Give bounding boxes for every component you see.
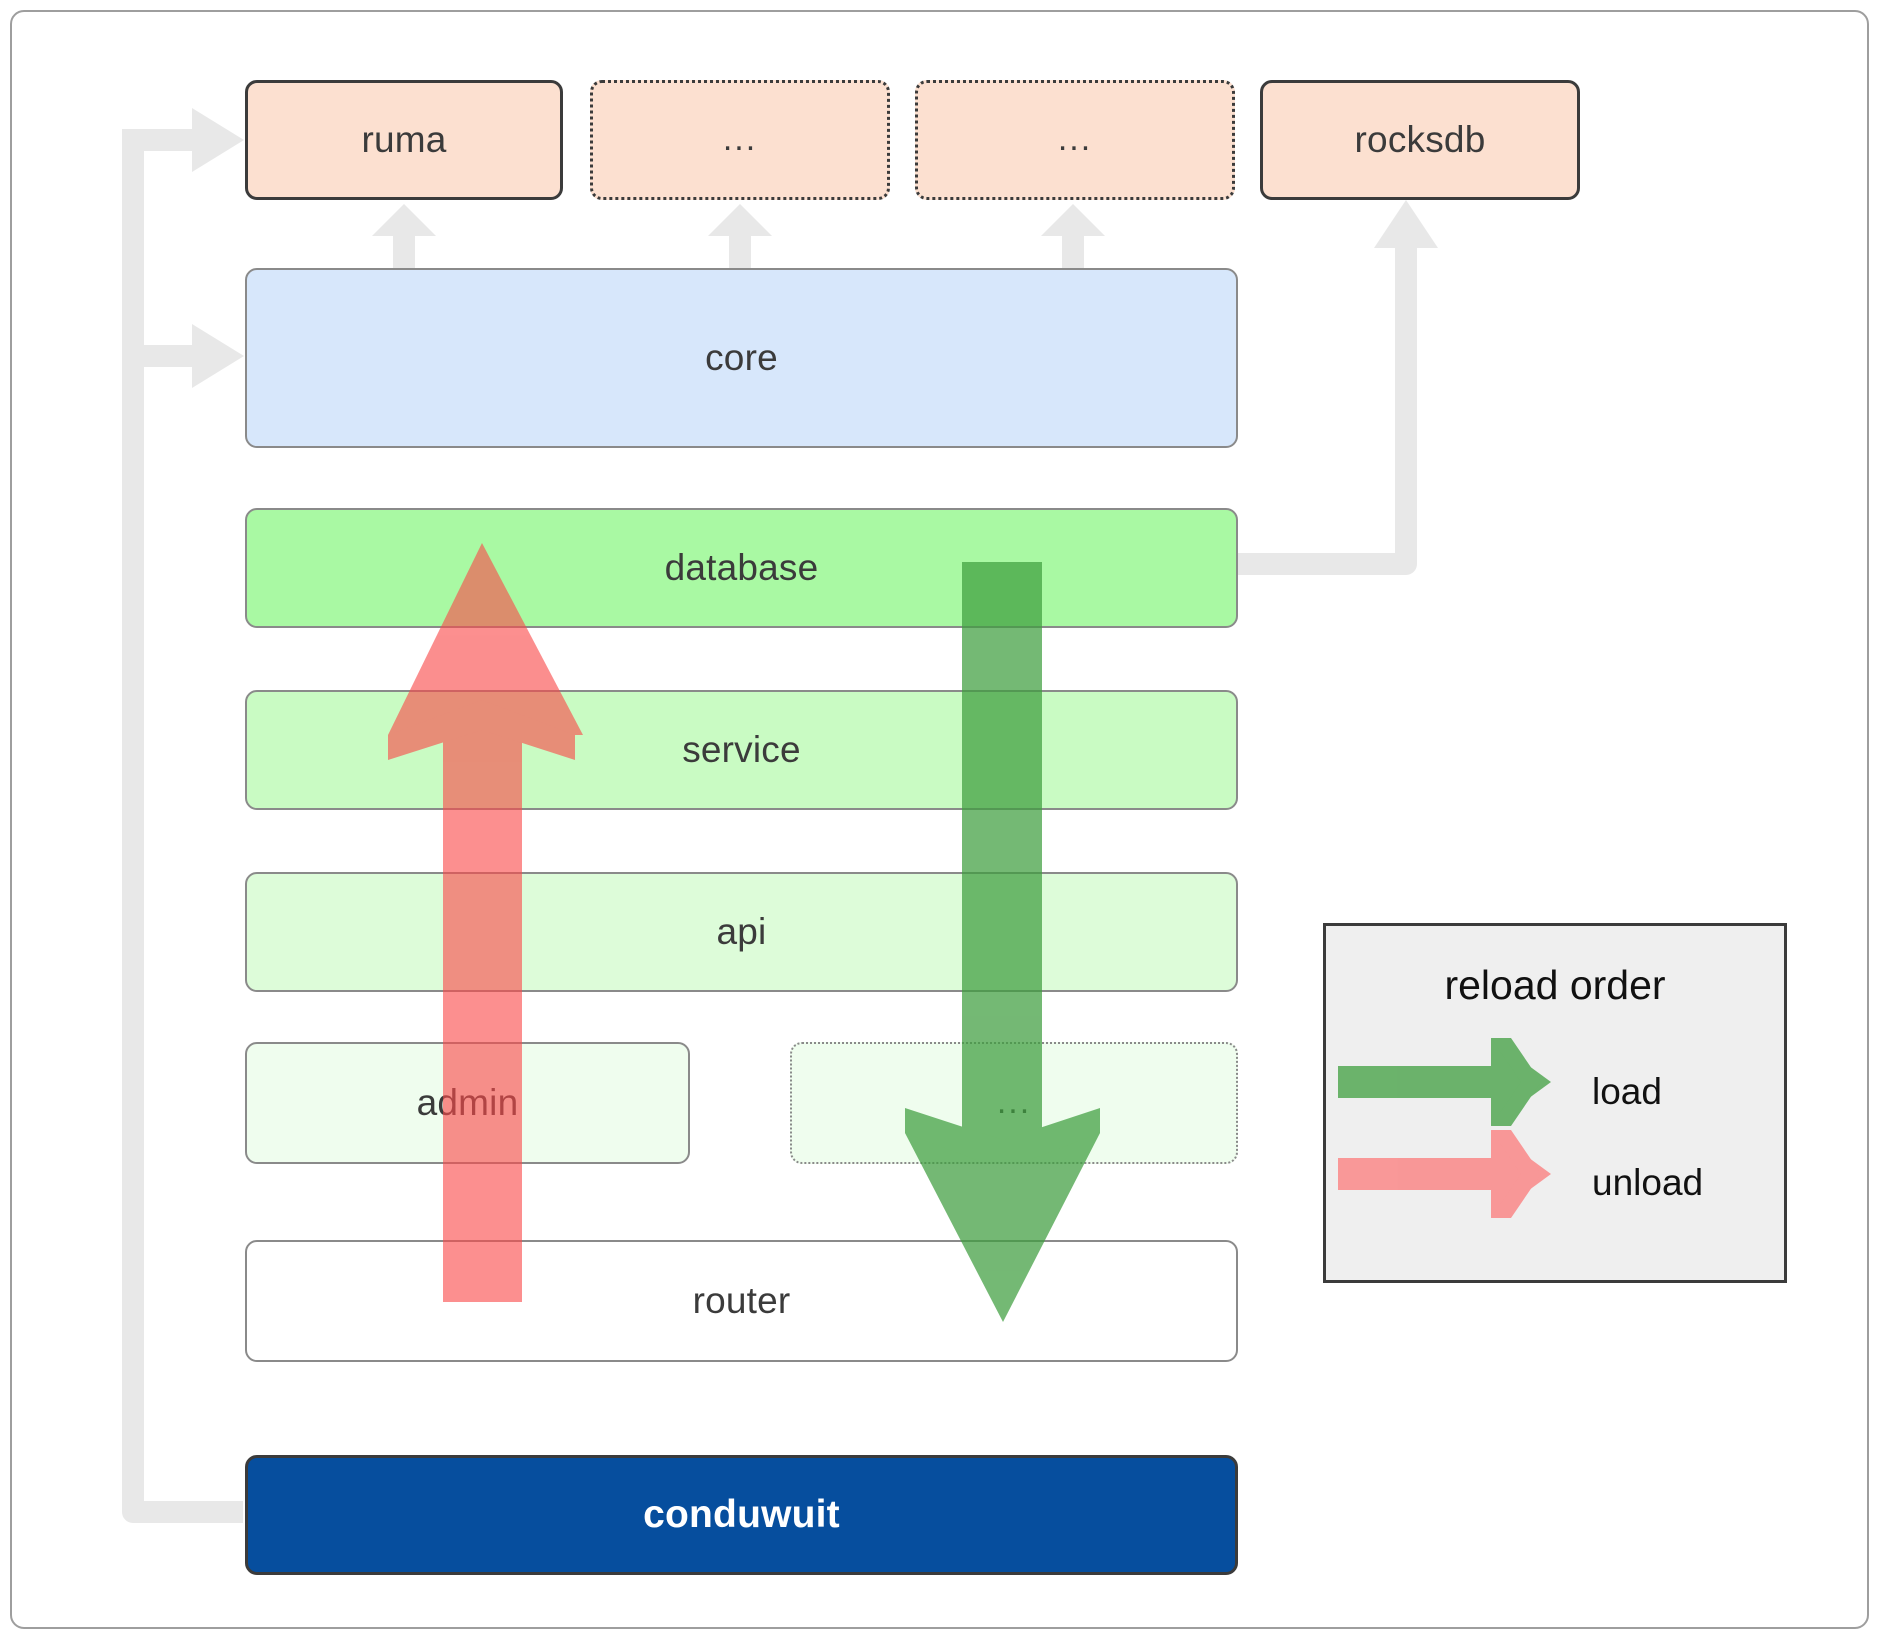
legend-title: reload order [1444,962,1666,1008]
node-database-label: database [664,547,819,588]
node-ruma-label: ruma [361,119,447,160]
node-service-label: service [682,729,801,770]
node-service[interactable]: service [245,690,1238,810]
node-rocksdb[interactable]: rocksdb [1260,80,1580,200]
legend-swatch-layer [1338,1038,1551,1218]
legend-panel: reload order load unload [1323,923,1787,1283]
node-core-label: core [705,337,778,378]
legend-load-swatch [1338,1038,1551,1126]
node-ext-placeholder-2[interactable]: ... [915,80,1235,200]
legend-unload-label: unload [1592,1162,1704,1203]
legend-load-label: load [1592,1071,1662,1112]
node-ext-placeholder-1-label: ... [722,120,758,159]
node-api-label: api [716,911,767,952]
legend-unload-notch [1491,1130,1541,1218]
diagram-frame [10,10,1869,1629]
legend-load-notch [1491,1038,1541,1126]
legend-unload-swatch [1338,1130,1551,1218]
node-conduwuit[interactable]: conduwuit [245,1455,1238,1575]
node-layer-placeholder[interactable]: ... [790,1042,1238,1164]
node-admin-label: admin [416,1082,519,1123]
node-ext-placeholder-1[interactable]: ... [590,80,890,200]
node-admin[interactable]: admin [245,1042,690,1164]
node-router[interactable]: router [245,1240,1238,1362]
node-router-label: router [692,1280,791,1321]
node-api[interactable]: api [245,872,1238,992]
legend-load-shaft [1338,1066,1493,1098]
node-database[interactable]: database [245,508,1238,628]
node-rocksdb-label: rocksdb [1354,119,1486,160]
node-ext-placeholder-2-label: ... [1057,120,1093,159]
node-ruma[interactable]: ruma [245,80,563,200]
node-conduwuit-label: conduwuit [643,1493,840,1536]
legend-unload-shaft [1338,1158,1493,1190]
node-core[interactable]: core [245,268,1238,448]
node-layer-placeholder-label: ... [996,1083,1032,1122]
